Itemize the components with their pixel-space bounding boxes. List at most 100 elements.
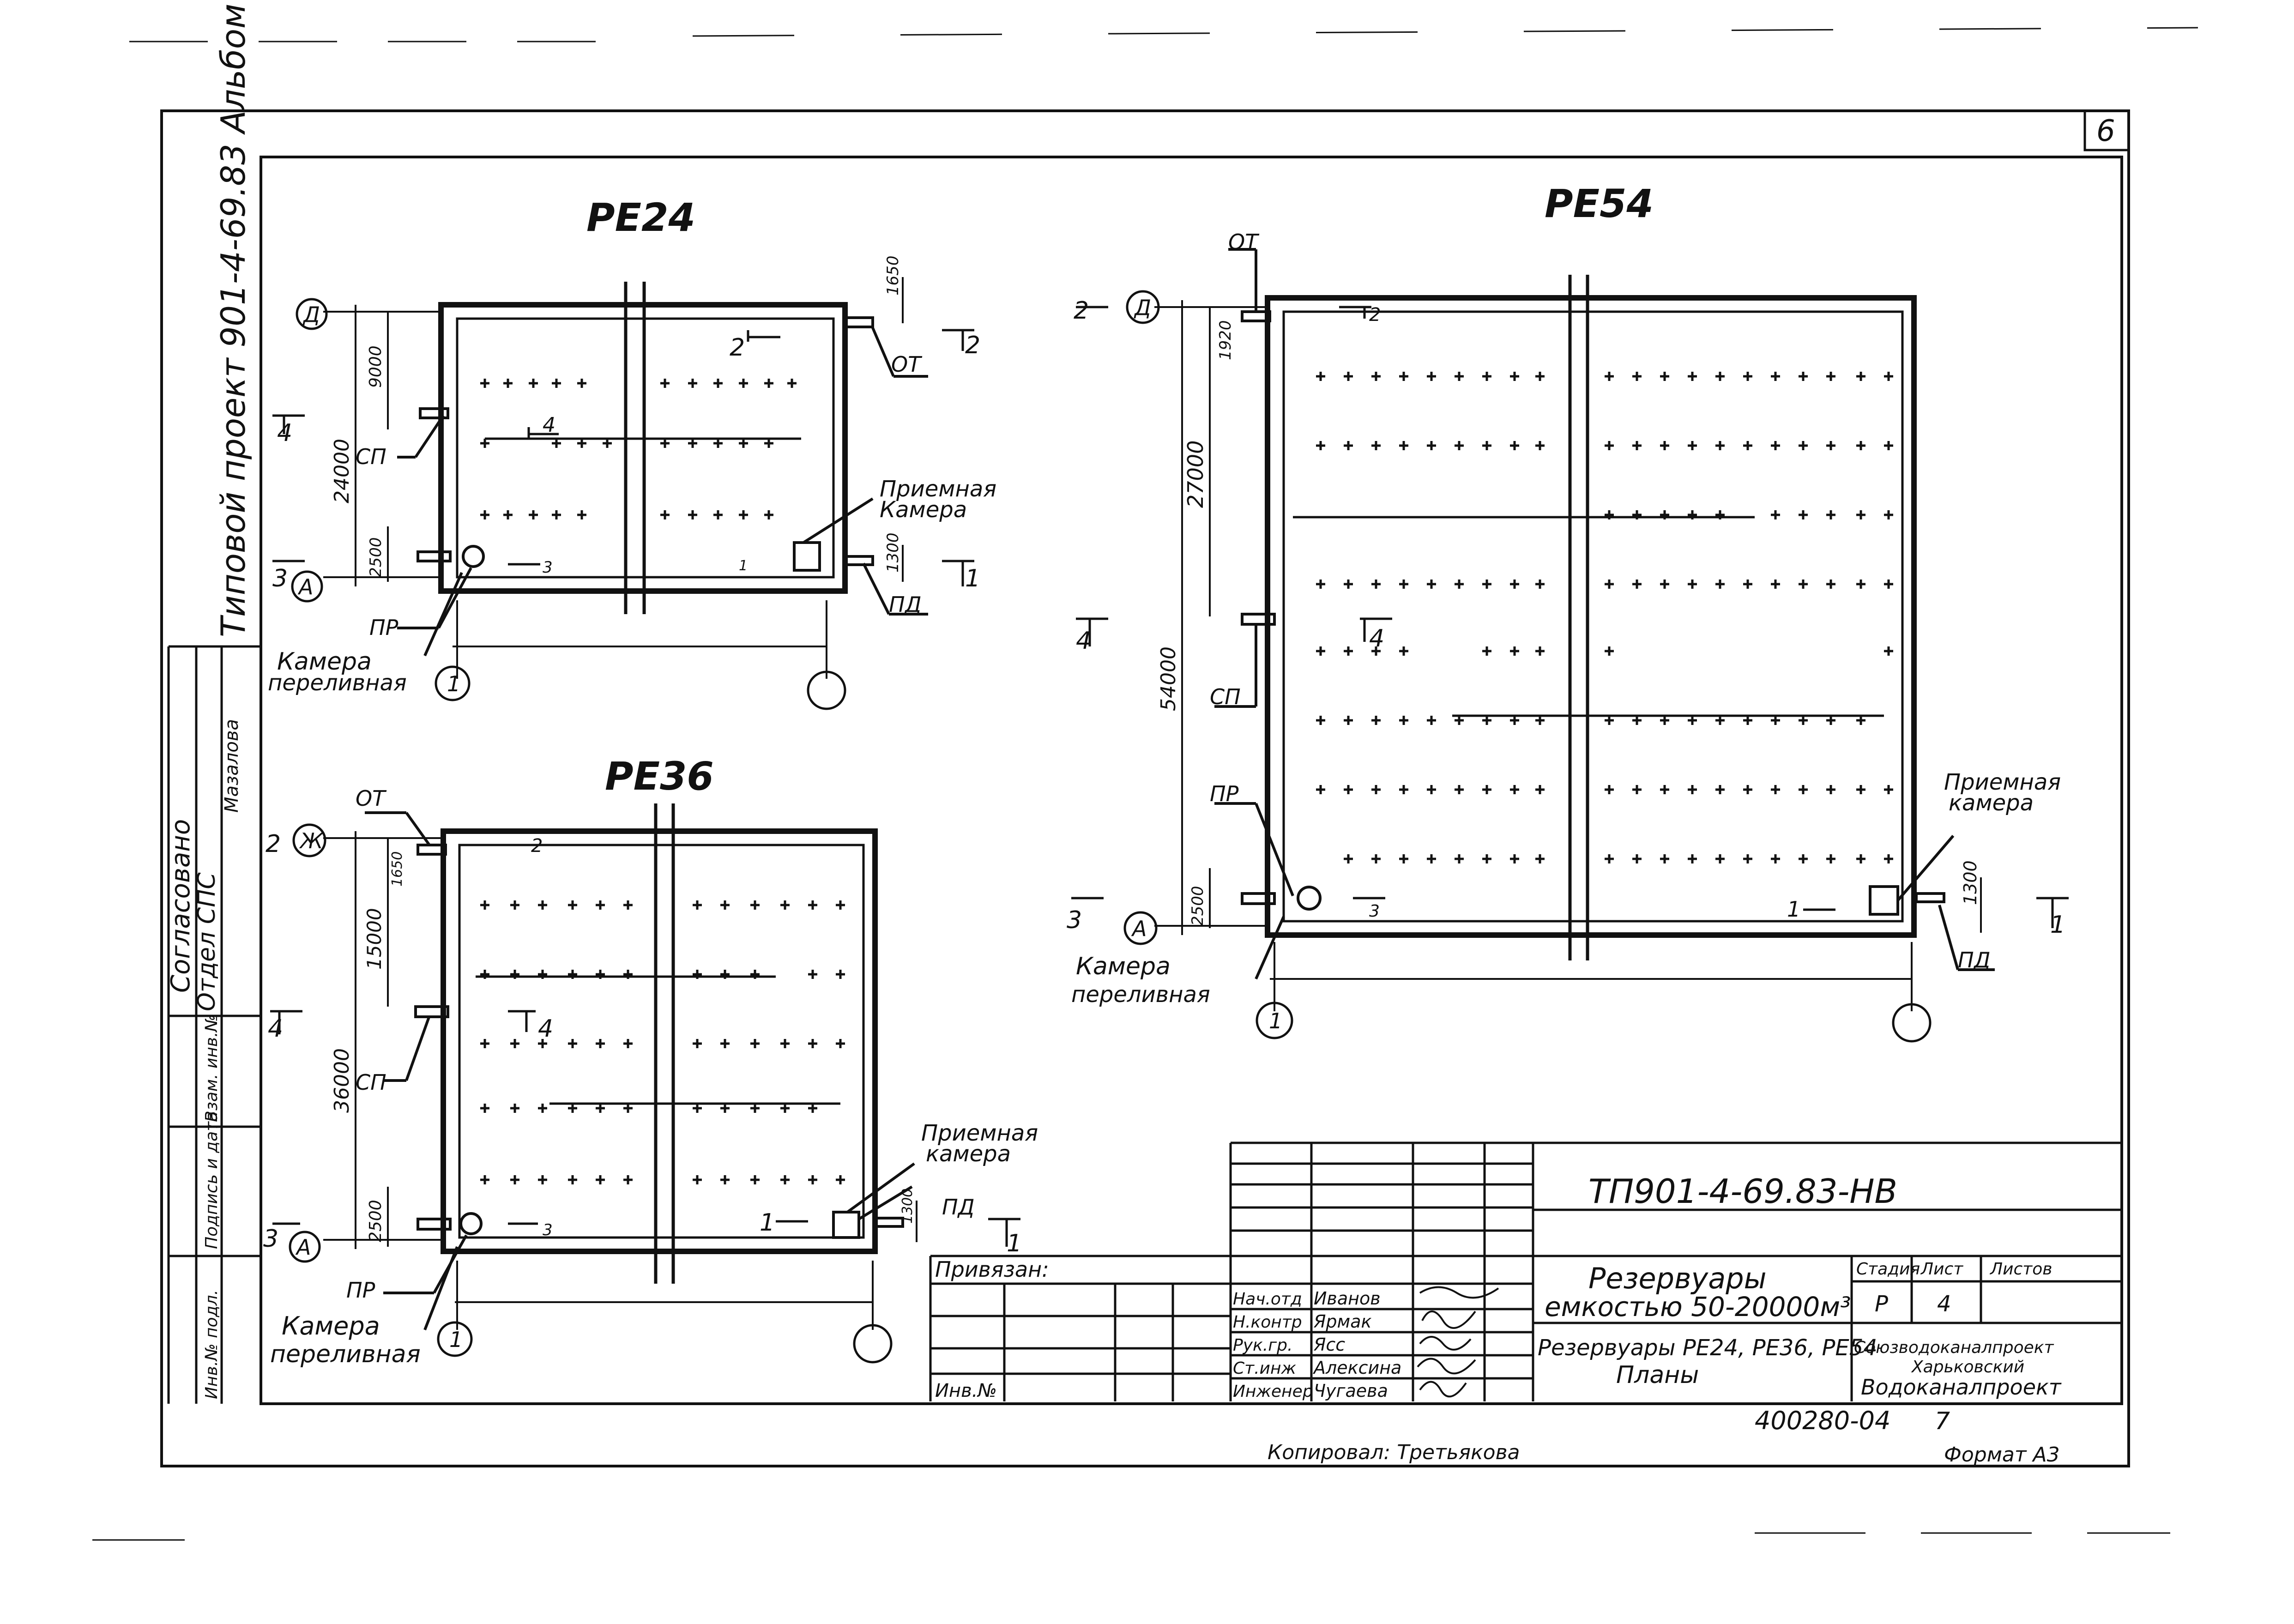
title-block-object-1: Резервуары xyxy=(1588,1262,1767,1295)
pe36-sec-4a: 4 xyxy=(268,1015,283,1043)
left-stamp-cell-2: Подпись и дата xyxy=(202,1111,221,1249)
pe36-camera-overflow-1: Камера xyxy=(282,1311,380,1340)
pe24-sec-3b: 3 xyxy=(543,558,553,577)
pe54-camera-receiving-1: Приемная xyxy=(1944,769,2061,795)
pe54-sec-1b: 1 xyxy=(1787,897,1800,922)
pe24-dim-top: 1650 xyxy=(884,255,902,296)
title-block-code: ТП901-4-69.83-НВ xyxy=(1588,1172,1897,1211)
pe36-axis-zh-bubble xyxy=(292,823,326,857)
pe54-sec-4b: 4 xyxy=(1369,625,1384,652)
pe24-label-pd: ПД xyxy=(889,592,922,617)
inner-frame xyxy=(260,156,2123,1405)
title-block-inv: Инв.№ xyxy=(935,1380,997,1401)
pe24-dim-lines xyxy=(323,277,904,679)
pe54-dim-offset: 2500 xyxy=(1189,886,1207,926)
title-block-role-1: Нач.отд xyxy=(1233,1290,1302,1309)
title-block-object-2: емкостью 50-20000м³ xyxy=(1545,1291,1851,1322)
pe54-label-pd: ПД xyxy=(1958,948,1991,972)
pe36-axis-end-bubble xyxy=(853,1324,893,1364)
left-stamp-cell-3: Инв.№ подл. xyxy=(202,1290,221,1399)
pe24-label-ot: ОТ xyxy=(891,352,923,377)
pe24-sec-3a: 3 xyxy=(272,565,288,592)
pe36-label-sp: СП xyxy=(356,1070,386,1095)
pe24-tank-walls xyxy=(438,282,848,614)
pe54-pipes xyxy=(1214,248,1995,980)
pe36-label-ot: ОТ xyxy=(356,786,387,811)
pe36-pipes xyxy=(365,811,915,1331)
pe36-tank-walls xyxy=(441,803,878,1284)
title-block-archive-sheet: 7 xyxy=(1935,1407,1950,1435)
title-block-frame xyxy=(929,1141,2122,1401)
title-block-org-2: Харьковский xyxy=(1911,1358,2024,1376)
pe24-sec-1a: 1 xyxy=(965,565,980,592)
pe36-sec-2a: 2 xyxy=(266,830,281,858)
pe24-sec-2b: 2 xyxy=(965,332,980,359)
pe54-dim-lines xyxy=(1154,300,1982,1011)
pe36-axis-a-bubble xyxy=(289,1231,321,1263)
pe54-axis-1-bubble xyxy=(1256,1002,1293,1039)
pe24-dim-offset: 2500 xyxy=(367,537,385,577)
pe24-axis-d-bubble xyxy=(296,298,328,330)
pe24-label-sp: СП xyxy=(356,444,386,469)
title-block-signatures xyxy=(1417,1286,1499,1398)
pe36-axis-1: 1 xyxy=(449,1327,463,1352)
title-block-name-2: Ярмак xyxy=(1313,1311,1371,1332)
pe36-label-pr: ПР xyxy=(346,1278,375,1303)
pe54-camera-receiving-2: камера xyxy=(1949,790,2034,816)
title-block-stage-header: Стадия xyxy=(1856,1260,1920,1279)
format-label: Формат А3 xyxy=(1944,1443,2060,1467)
pe36-dim-span: 15000 xyxy=(363,908,386,970)
pe24-section-marks xyxy=(272,329,974,586)
outer-frame xyxy=(160,109,2130,1467)
pe24-axis-a-bubble xyxy=(291,570,323,603)
pe54-axis-d-bubble xyxy=(1126,290,1160,324)
page-number: 6 xyxy=(2096,114,2115,148)
left-stamp-cell-1: Взам. инв.№ xyxy=(202,1014,221,1122)
pe54-sec-2b: 2 xyxy=(1369,304,1381,326)
pe36-sec-3b: 3 xyxy=(543,1221,553,1239)
pe54-sec-4a: 4 xyxy=(1076,627,1091,655)
pe36-sec-4b: 4 xyxy=(538,1015,553,1043)
title-block-sheet-name-2: Планы xyxy=(1616,1361,1699,1389)
side-title: Типовой проект 901-4-69.83 Альбом V xyxy=(214,0,253,637)
pe24-axis-1-bubble xyxy=(435,665,471,701)
pe36-sec-1b: 1 xyxy=(760,1209,775,1237)
title-block-role-5: Инженер xyxy=(1233,1382,1313,1401)
left-stamp-dept: Отдел СПС xyxy=(193,872,221,1011)
title-block-role-2: Н.контр xyxy=(1233,1313,1302,1332)
pe54-columns xyxy=(1316,372,1893,863)
pe54-label-sp: СП xyxy=(1210,684,1241,709)
pe24-camera-overflow-1: Камера xyxy=(277,648,372,676)
title-block-sheets-header: Листов xyxy=(1989,1260,2052,1279)
copied-by: Копировал: Третьякова xyxy=(1268,1441,1520,1464)
pe24-camera-receiving-1: Приемная xyxy=(880,476,996,502)
page-number-box xyxy=(2083,109,2130,151)
pe24-sec-4a: 4 xyxy=(277,419,292,447)
title-block-archive-no: 400280-04 xyxy=(1755,1406,1890,1435)
pe24-sec-1b: 1 xyxy=(739,558,748,574)
pe54-dim-total: 54000 xyxy=(1157,646,1180,711)
pe36-dim-top: 1650 xyxy=(389,851,405,887)
pe36-dim-lines xyxy=(323,831,918,1330)
left-stamp-signer: Мазалова xyxy=(221,719,242,813)
pe36-axis-1-bubble xyxy=(437,1321,473,1357)
pe24-label-pr: ПР xyxy=(369,615,398,640)
pe36-section-marks xyxy=(270,844,1020,1247)
pe24-dim-span: 9000 xyxy=(366,345,385,388)
plan-pe54: РЕ54 xyxy=(1067,181,2069,1043)
pe54-dim-chamber: 1300 xyxy=(1960,860,1980,905)
title-block-name-4: Алексина xyxy=(1312,1358,1401,1378)
pe54-axis-a: А xyxy=(1131,916,1147,941)
pe24-title: РЕ24 xyxy=(586,195,695,240)
pe36-axis-zh: Ж xyxy=(299,828,324,853)
title-block-org-3: Водоканалпроект xyxy=(1861,1375,2062,1400)
pe54-dim-span: 27000 xyxy=(1183,441,1208,508)
pe54-axis-a-bubble xyxy=(1123,911,1158,945)
title-block-sheet-name-1: Резервуары РЕ24, РЕ36, РЕ54 xyxy=(1538,1335,1877,1361)
pe54-label-pr: ПР xyxy=(1210,781,1239,806)
pe54-axis-1: 1 xyxy=(1269,1008,1282,1033)
pe24-pipes xyxy=(397,316,928,657)
pe24-dim-chamber: 1300 xyxy=(884,532,902,573)
pe36-sec-1a: 1 xyxy=(1007,1230,1022,1257)
title-block-name-3: Ясс xyxy=(1313,1334,1345,1355)
